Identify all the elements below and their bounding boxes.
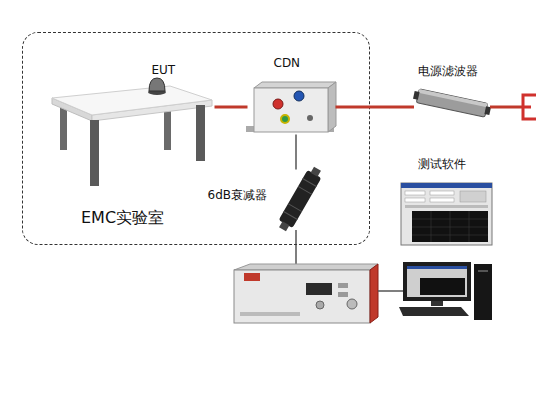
computer-tower bbox=[474, 264, 492, 320]
form-field bbox=[430, 191, 454, 195]
device-label: CDN bbox=[274, 56, 301, 70]
attenuator-rib bbox=[284, 211, 298, 219]
eut-device bbox=[148, 78, 166, 95]
plug-symbol bbox=[523, 95, 536, 119]
keyboard bbox=[399, 307, 469, 316]
filter-end bbox=[484, 106, 491, 115]
filter-device bbox=[412, 88, 491, 118]
attenuator: 6dB衰减器 bbox=[278, 170, 320, 230]
attenuator-rib bbox=[298, 186, 312, 194]
form-field bbox=[405, 198, 425, 202]
screen-title-bar bbox=[407, 266, 467, 269]
cdn-socket bbox=[273, 99, 283, 109]
cdn-socket bbox=[294, 91, 304, 101]
generator-display bbox=[306, 283, 332, 295]
cdn-front bbox=[254, 88, 328, 132]
front-strip bbox=[240, 312, 300, 316]
table-leg bbox=[196, 105, 205, 161]
front-knob bbox=[316, 301, 324, 309]
computer bbox=[399, 262, 492, 320]
front-knob bbox=[347, 299, 357, 309]
table-top bbox=[52, 86, 212, 115]
lab-region: EMC实验室 EUT CDN 6dB衰减器 bbox=[22, 32, 370, 245]
generator-front bbox=[234, 270, 370, 323]
device-label: 6dB衰减器 bbox=[208, 188, 267, 202]
graph-grid bbox=[412, 211, 488, 242]
screen-graph bbox=[420, 278, 465, 295]
form-field bbox=[430, 198, 454, 202]
cdn-device bbox=[246, 82, 336, 132]
drive-bay bbox=[478, 270, 488, 272]
cdn-box: CDN bbox=[248, 80, 336, 135]
attenuator-rib bbox=[303, 179, 317, 187]
cdn-socket bbox=[281, 115, 289, 123]
attenuator-device bbox=[276, 165, 325, 234]
test-table bbox=[52, 86, 212, 186]
attenuator-end bbox=[311, 167, 321, 177]
cdn-side bbox=[328, 82, 336, 132]
monitor-frame bbox=[403, 262, 471, 301]
brand-logo bbox=[244, 273, 260, 281]
mains-wire bbox=[490, 106, 523, 109]
front-button bbox=[338, 283, 348, 288]
rf-cable bbox=[295, 230, 297, 268]
form-panel bbox=[460, 191, 486, 202]
power-line bbox=[215, 106, 248, 109]
cdn-connector bbox=[307, 115, 313, 121]
device-label: 电源滤波器 bbox=[418, 64, 478, 78]
monitor-stand bbox=[431, 301, 443, 306]
test-software: 测试软件 bbox=[400, 182, 493, 246]
filter-body bbox=[416, 89, 487, 117]
cdn-top bbox=[254, 82, 336, 88]
power-filter: 电源滤波器 bbox=[414, 86, 490, 116]
signal-generator bbox=[234, 264, 378, 323]
graph-area bbox=[412, 211, 488, 242]
attenuator-body bbox=[279, 170, 322, 228]
device-label: EUT bbox=[152, 63, 176, 77]
front-button bbox=[338, 292, 348, 297]
mount-tab bbox=[246, 126, 254, 132]
form-field bbox=[405, 191, 425, 195]
software-screenshot bbox=[401, 183, 492, 245]
window-title-bar bbox=[401, 183, 492, 188]
filter-highlight bbox=[418, 89, 487, 107]
window-frame bbox=[401, 183, 492, 245]
generator-top bbox=[234, 264, 378, 270]
monitor-screen bbox=[407, 266, 467, 297]
eut-station: EUT bbox=[45, 72, 215, 190]
control-cable bbox=[378, 290, 403, 292]
table-leg bbox=[90, 120, 99, 186]
eut-dome bbox=[149, 78, 165, 91]
toolbar bbox=[405, 205, 488, 208]
power-line bbox=[336, 106, 415, 109]
attenuator-end bbox=[279, 221, 289, 231]
attenuator-rib bbox=[288, 204, 302, 212]
filter-end bbox=[413, 91, 420, 100]
rf-cable bbox=[295, 135, 297, 170]
generator-side bbox=[370, 264, 378, 323]
region-label: EMC实验室 bbox=[81, 208, 164, 227]
software-label: 测试软件 bbox=[418, 157, 466, 171]
